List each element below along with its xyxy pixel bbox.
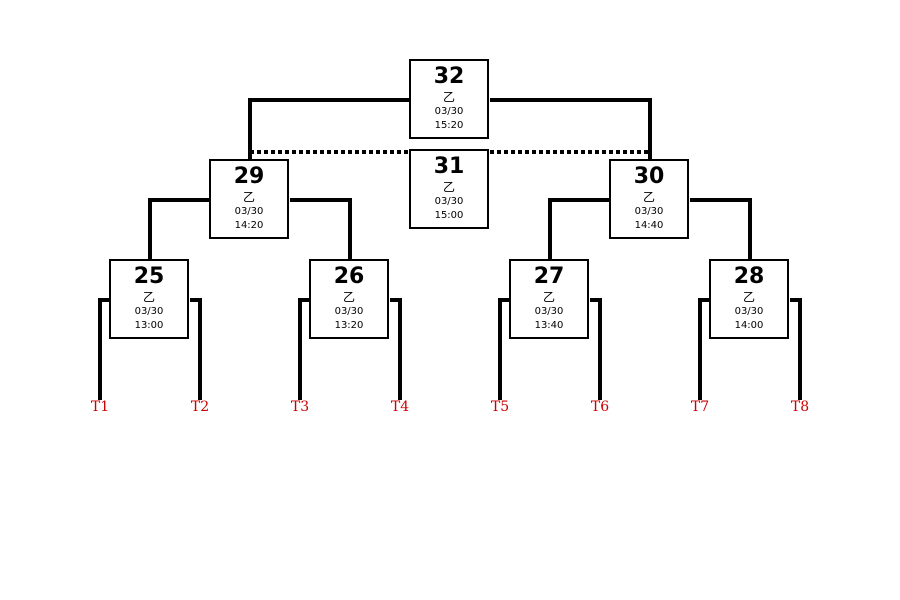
match-court: 乙	[442, 180, 455, 194]
match-date: 03/30	[634, 206, 664, 217]
match-number: 26	[333, 264, 365, 289]
match-26: 26 乙 03/30 13:20	[309, 259, 389, 339]
team-label-t6: T6	[590, 399, 610, 415]
match-time: 13:40	[534, 320, 564, 331]
match-27: 27 乙 03/30 13:40	[509, 259, 589, 339]
match-time: 14:20	[234, 220, 264, 231]
match-number: 27	[533, 264, 565, 289]
match-number: 32	[433, 64, 465, 89]
match-date: 03/30	[134, 306, 164, 317]
match-date: 03/30	[434, 106, 464, 117]
team-label-t5: T5	[490, 399, 510, 415]
match-time: 15:00	[434, 210, 464, 221]
match-30: 30 乙 03/30 14:40	[609, 159, 689, 239]
team-label-t3: T3	[290, 399, 310, 415]
match-time: 14:40	[634, 220, 664, 231]
match-number: 31	[433, 154, 465, 179]
match-number: 30	[633, 164, 665, 189]
match-court: 乙	[442, 90, 455, 104]
match-time: 13:20	[334, 320, 364, 331]
match-28: 28 乙 03/30 14:00	[709, 259, 789, 339]
match-time: 15:20	[434, 120, 464, 131]
match-29: 29 乙 03/30 14:20	[209, 159, 289, 239]
bracket-line-match-29	[148, 198, 352, 260]
team-label-t1: T1	[90, 399, 110, 415]
match-court: 乙	[142, 290, 155, 304]
bracket-line-match-28	[698, 298, 802, 400]
bracket-line-match-26	[298, 298, 402, 400]
match-court: 乙	[342, 290, 355, 304]
match-court: 乙	[742, 290, 755, 304]
match-date: 03/30	[734, 306, 764, 317]
match-court: 乙	[642, 190, 655, 204]
match-time: 14:00	[734, 320, 764, 331]
match-number: 28	[733, 264, 765, 289]
bracket-line-match-27	[498, 298, 602, 400]
match-court: 乙	[542, 290, 555, 304]
match-date: 03/30	[234, 206, 264, 217]
bracket-line-match-30	[548, 198, 752, 260]
match-25: 25 乙 03/30 13:00	[109, 259, 189, 339]
match-court: 乙	[242, 190, 255, 204]
bracket-line-match-25	[98, 298, 202, 400]
match-date: 03/30	[534, 306, 564, 317]
team-label-t2: T2	[190, 399, 210, 415]
match-number: 29	[233, 164, 265, 189]
team-label-t8: T8	[790, 399, 810, 415]
match-number: 25	[133, 264, 165, 289]
match-date: 03/30	[334, 306, 364, 317]
match-time: 13:00	[134, 320, 164, 331]
match-31: 31 乙 03/30 15:00	[409, 149, 489, 229]
team-label-t7: T7	[690, 399, 710, 415]
match-date: 03/30	[434, 196, 464, 207]
match-32: 32 乙 03/30 15:20	[409, 59, 489, 139]
bracket-line-match-32	[248, 98, 652, 160]
team-label-t4: T4	[390, 399, 410, 415]
